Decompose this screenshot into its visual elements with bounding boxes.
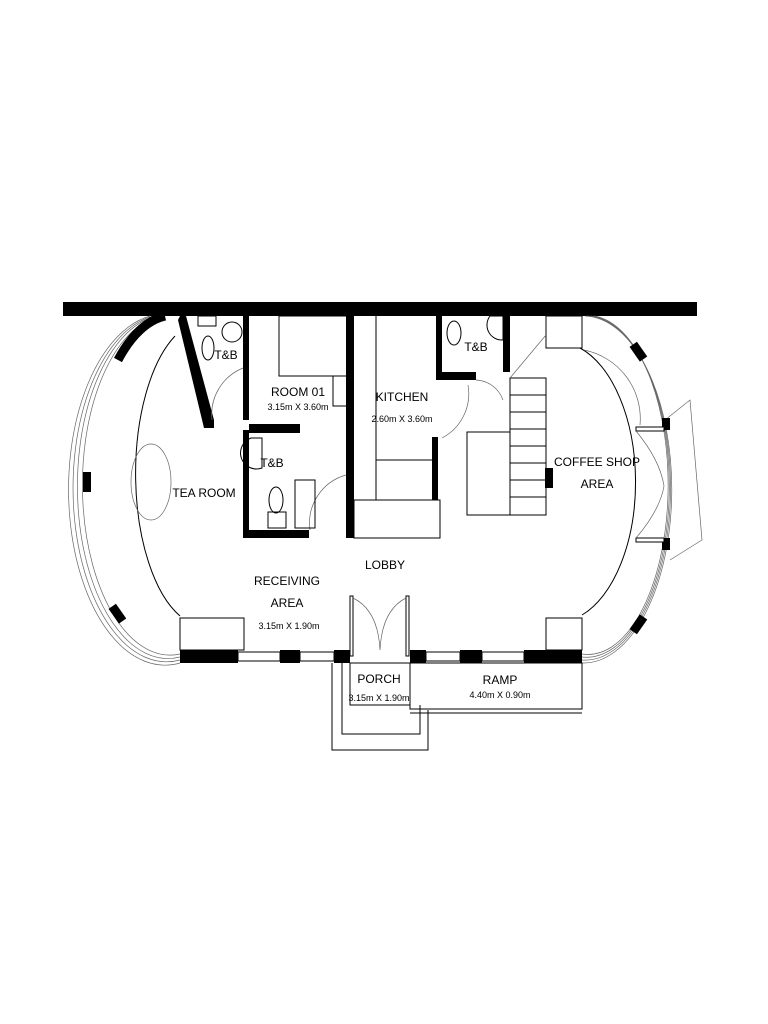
porch-and-ramp xyxy=(331,662,583,751)
coffee-shop-label-line1: COFFEE SHOP xyxy=(554,455,640,469)
porch-label: PORCH xyxy=(357,672,400,686)
kitchen-dimensions: 2.60m X 3.60m xyxy=(371,414,432,424)
right-curved-wall xyxy=(579,315,703,664)
shower-icon xyxy=(294,479,316,529)
ramp-label: RAMP xyxy=(483,673,518,687)
lobby-label: LOBBY xyxy=(365,558,405,572)
toilet-icon xyxy=(201,335,215,361)
tb-kitchen-label: T&B xyxy=(464,340,487,354)
interior-walls xyxy=(178,316,553,539)
room01-label: ROOM 01 xyxy=(271,385,325,399)
tea-room-label: TEA ROOM xyxy=(172,486,235,500)
top-wall xyxy=(63,302,697,316)
sink-icon xyxy=(221,321,243,343)
room01-dimensions: 3.15m X 3.60m xyxy=(267,402,328,412)
toilet-icon xyxy=(268,486,284,514)
furniture xyxy=(130,315,504,529)
kitchen-label: KITCHEN xyxy=(376,390,429,404)
ramp xyxy=(409,662,583,710)
ramp-dimensions: 4.40m X 0.90m xyxy=(469,690,530,700)
side-table xyxy=(332,375,348,407)
sink-icon xyxy=(240,437,263,470)
tb-room01-label: T&B xyxy=(260,456,283,470)
coffee-counter-top xyxy=(545,315,583,349)
sink-icon xyxy=(486,315,504,341)
receiving-dimensions: 3.15m X 1.90m xyxy=(258,621,319,631)
receiving-label-line2: AREA xyxy=(271,596,304,610)
bed xyxy=(278,315,348,377)
tea-table xyxy=(130,443,172,521)
left-curved-wall xyxy=(68,311,181,666)
receiving-counter xyxy=(179,617,245,651)
porch-dimensions: 3.15m X 1.90m xyxy=(348,693,409,703)
bottom-wall xyxy=(179,315,583,663)
toilet-icon xyxy=(446,320,462,346)
doors xyxy=(211,349,641,657)
coffee-counter-bottom xyxy=(545,617,583,651)
receiving-label-line1: RECEIVING xyxy=(254,574,320,588)
staircase xyxy=(466,334,547,516)
tb-top-label: T&B xyxy=(214,348,237,362)
coffee-shop-label-line2: AREA xyxy=(581,477,614,491)
